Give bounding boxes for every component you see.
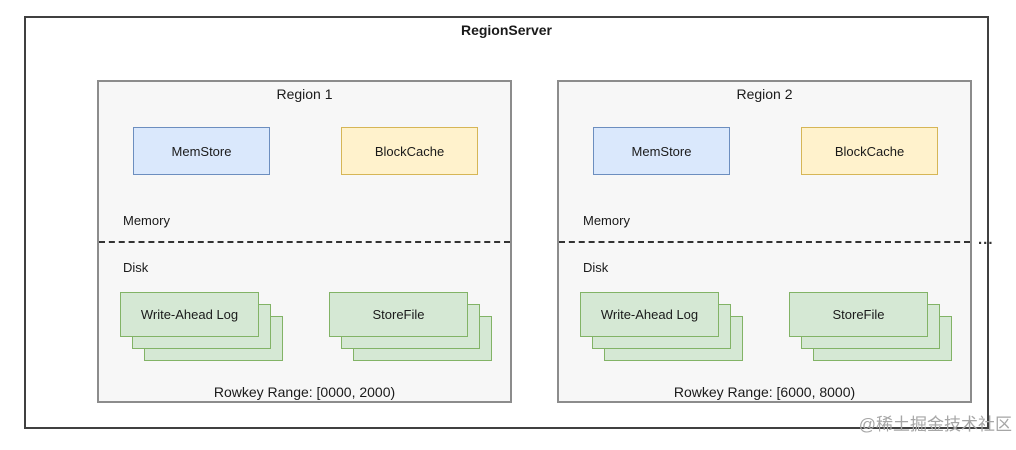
region-2-wal-box: Write-Ahead Log bbox=[580, 292, 719, 337]
watermark-text: @稀土掘金技术社区 bbox=[858, 415, 1012, 434]
region-2-wal-stack: Write-Ahead Log bbox=[580, 292, 744, 362]
region-1-title: Region 1 bbox=[276, 86, 333, 102]
region-1-storefile-stack: StoreFile bbox=[329, 292, 493, 362]
region-2-disk-label: Disk bbox=[583, 260, 609, 275]
region-1-wal-stack: Write-Ahead Log bbox=[120, 292, 284, 362]
region-2-box: Region 2 MemStore BlockCache Memory Disk… bbox=[557, 80, 972, 403]
wal-label: Write-Ahead Log bbox=[600, 307, 699, 322]
region-1-memstore-box: MemStore bbox=[133, 127, 270, 175]
blockcache-label: BlockCache bbox=[374, 143, 445, 159]
more-regions-ellipsis: ... bbox=[978, 231, 994, 248]
storefile-label: StoreFile bbox=[832, 307, 885, 322]
region-1-box: Region 1 MemStore BlockCache Memory Disk… bbox=[97, 80, 512, 403]
storefile-label: StoreFile bbox=[372, 307, 425, 322]
memory-disk-divider bbox=[559, 241, 970, 243]
regionserver-box: RegionServer Region 1 MemStore BlockCach… bbox=[24, 16, 993, 429]
region-1-rowkey-range: Rowkey Range: [0000, 2000) bbox=[213, 384, 396, 400]
region-1-wal-box: Write-Ahead Log bbox=[120, 292, 259, 337]
region-2-blockcache-box: BlockCache bbox=[801, 127, 938, 175]
region-1-blockcache-box: BlockCache bbox=[341, 127, 478, 175]
blockcache-label: BlockCache bbox=[834, 143, 905, 159]
region-1-storefile-box: StoreFile bbox=[329, 292, 468, 337]
region-2-memstore-box: MemStore bbox=[593, 127, 730, 175]
regionserver-title: RegionServer bbox=[460, 22, 553, 38]
region-1-disk-label: Disk bbox=[123, 260, 149, 275]
memstore-label: MemStore bbox=[631, 143, 692, 159]
region-2-title: Region 2 bbox=[736, 86, 793, 102]
region-2-rowkey-range: Rowkey Range: [6000, 8000) bbox=[673, 384, 856, 400]
region-2-memory-label: Memory bbox=[583, 213, 630, 228]
memory-disk-divider bbox=[99, 241, 510, 243]
memstore-label: MemStore bbox=[171, 143, 232, 159]
region-2-storefile-box: StoreFile bbox=[789, 292, 928, 337]
region-2-storefile-stack: StoreFile bbox=[789, 292, 953, 362]
wal-label: Write-Ahead Log bbox=[140, 307, 239, 322]
region-1-memory-label: Memory bbox=[123, 213, 170, 228]
